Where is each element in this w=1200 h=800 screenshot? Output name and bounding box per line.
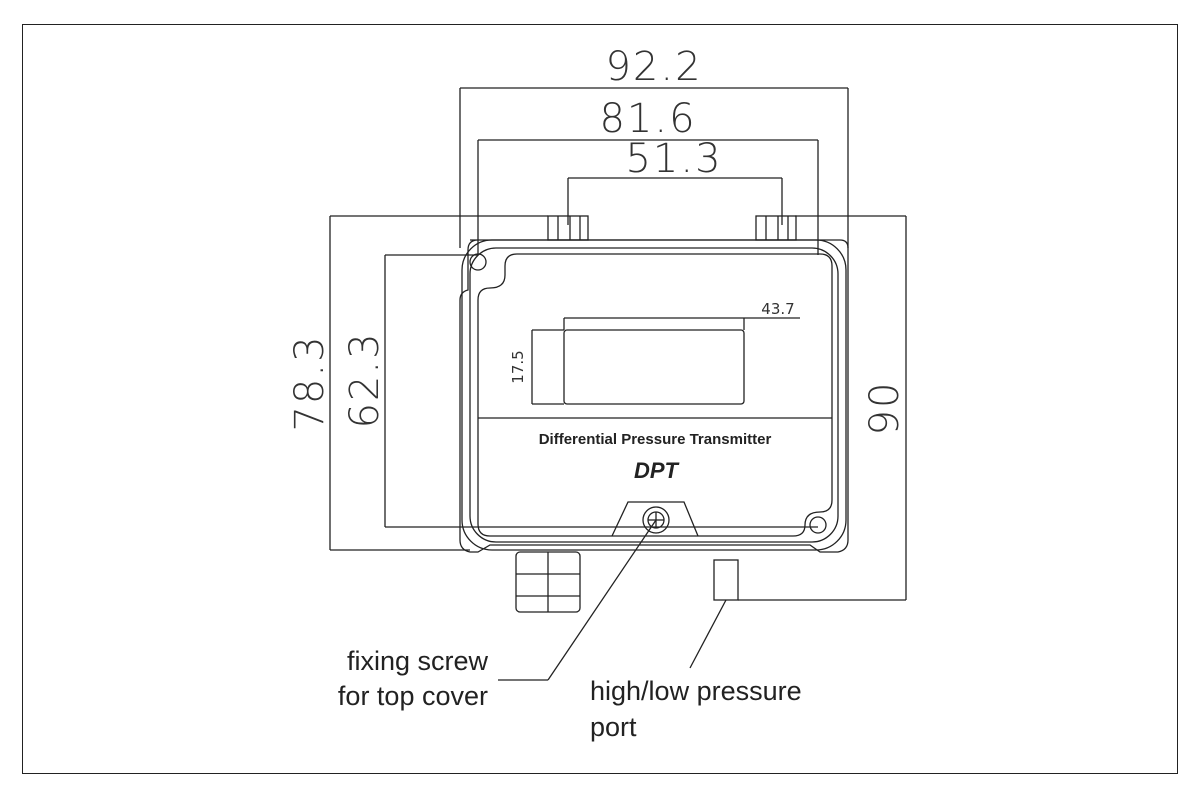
mount-hole bbox=[809, 516, 827, 534]
dim-label-body-height: 78.3 bbox=[287, 334, 333, 431]
dim-label-display-height: 17.5 bbox=[509, 350, 527, 383]
fixing-screw bbox=[642, 506, 670, 534]
bottom-port bbox=[713, 559, 739, 601]
dim-label-total-height: 90 bbox=[862, 381, 908, 436]
dim-label-hole-spacing: 81.6 bbox=[599, 96, 696, 142]
housing-rim bbox=[469, 247, 839, 543]
leader-line-screw bbox=[547, 519, 657, 681]
callout-port-line2: port bbox=[590, 712, 637, 742]
callout-screw-line1: fixing screw bbox=[347, 646, 489, 676]
pressure-port-left bbox=[547, 215, 589, 241]
leader-line-port bbox=[689, 599, 727, 669]
mount-hole bbox=[469, 253, 487, 271]
drawing-frame bbox=[22, 24, 1178, 774]
screw-bracket bbox=[611, 501, 699, 537]
dim-label-hole-vertical: 62.3 bbox=[342, 331, 388, 428]
housing-body bbox=[461, 239, 847, 551]
dim-label-overall-width: 92.2 bbox=[605, 44, 702, 90]
model-name: DPT bbox=[634, 458, 680, 483]
housing-outline bbox=[459, 239, 849, 553]
display-window bbox=[563, 329, 745, 405]
product-name: Differential Pressure Transmitter bbox=[539, 431, 772, 448]
cover-panel bbox=[477, 253, 833, 537]
pressure-port-right bbox=[755, 215, 797, 241]
callout-port-line1: high/low pressure bbox=[590, 676, 802, 706]
dim-label-port-spacing: 51.3 bbox=[625, 136, 722, 182]
dim-label-display-width: 43.7 bbox=[761, 300, 794, 318]
callout-screw-line2: for top cover bbox=[338, 681, 488, 711]
